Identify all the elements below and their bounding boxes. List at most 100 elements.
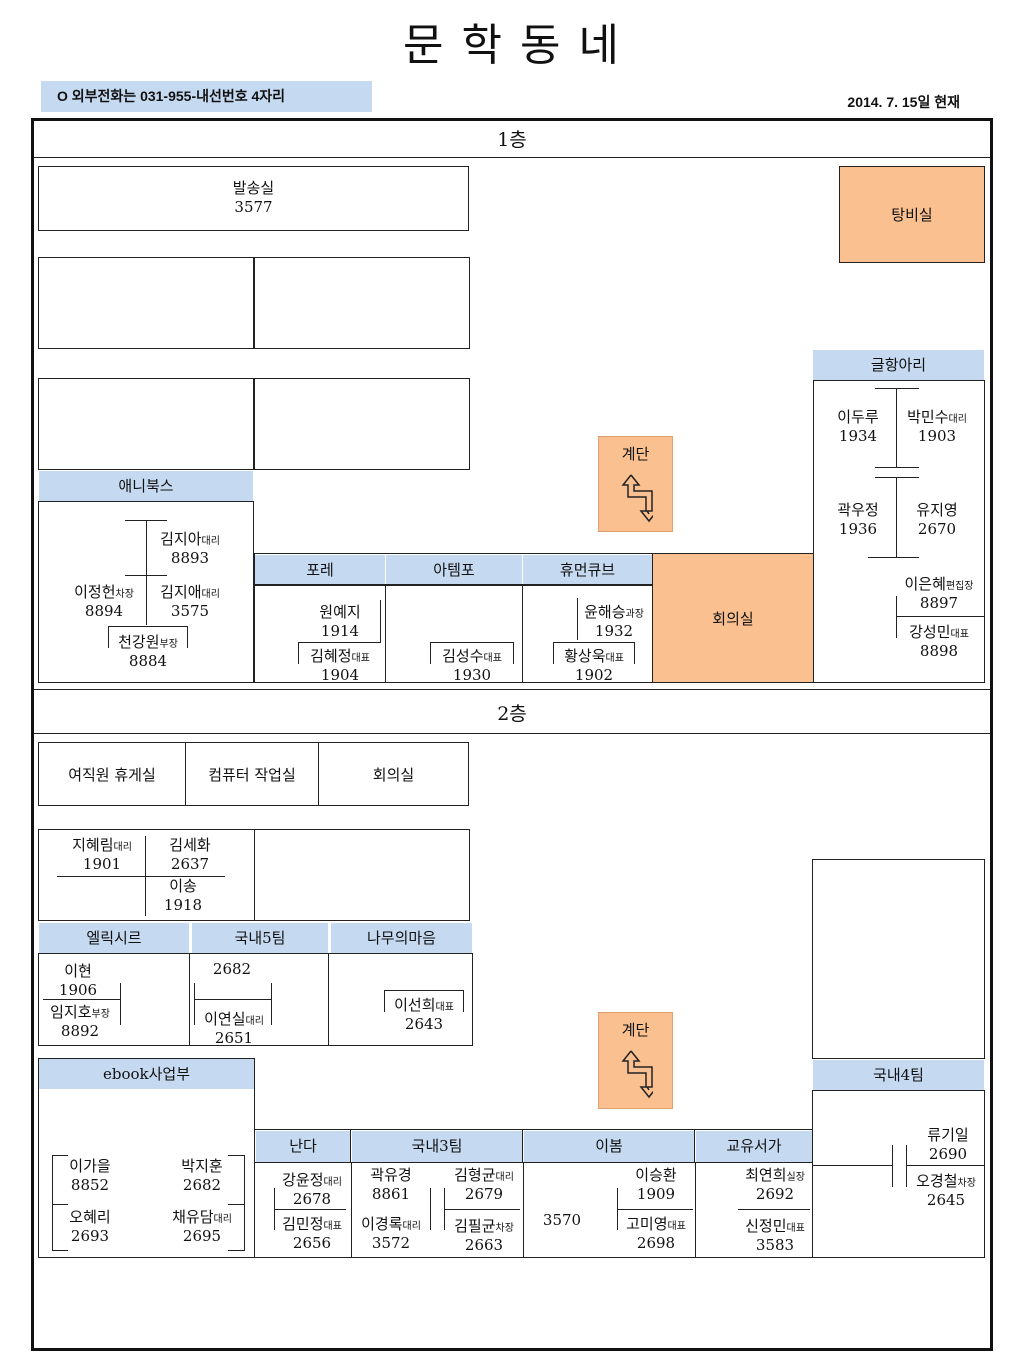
- meeting-room-2: 회의실: [318, 742, 469, 806]
- nanda-p2-name-text: 김민정: [282, 1215, 324, 1233]
- anibooks-p4-name-text: 천강원: [118, 633, 160, 651]
- pore-p1-name: 원예지: [319, 603, 361, 621]
- gyoyu-p2-ext: 3583: [755, 1236, 795, 1254]
- nanda-p1-title: 대리: [323, 1177, 342, 1188]
- topdesk-p3-ext: 1918: [163, 896, 203, 914]
- dom3-p2-name: 김형균대리: [446, 1166, 522, 1187]
- nanda-p2-title: 대표: [323, 1221, 342, 1232]
- dom4-p2-name-text: 오경철: [916, 1172, 958, 1190]
- geulhang-p5-name: 이은혜편집장: [897, 575, 981, 596]
- topdesk-p2-ext: 2637: [170, 855, 210, 873]
- topdesk-p1-name: 지혜림대리: [60, 836, 144, 857]
- topdesk-p2-name: 김세화: [169, 836, 211, 854]
- anibooks-p1-ext: 8893: [170, 549, 210, 567]
- shipping-room: [38, 166, 469, 231]
- ebook-p1-ext: 8852: [70, 1176, 110, 1194]
- elixir-header: 엘릭시르: [39, 923, 189, 953]
- rest-room: 여직원 휴게실: [38, 742, 186, 806]
- elixir-p1-ext: 1906: [58, 981, 98, 999]
- anibooks-p4-title: 부장: [159, 639, 178, 650]
- dom5-p1-title: 대리: [245, 1016, 264, 1027]
- humancube-p1-name: 윤해승과장: [575, 603, 653, 624]
- dom3-p1-name: 곽유경: [370, 1166, 412, 1184]
- dom5-ext1: 2682: [212, 960, 252, 978]
- atempo-p1-name-text: 김성수: [442, 647, 484, 665]
- elixir-p2-title: 부장: [91, 1009, 110, 1020]
- humancube-header: 휴먼큐브: [523, 555, 652, 585]
- nanda-p2-name: 김민정대표: [276, 1215, 348, 1236]
- pore-p2-name: 김혜정대표: [300, 647, 380, 668]
- ebook-p3-ext: 2693: [70, 1227, 110, 1245]
- ebook-header: ebook사업부: [39, 1059, 254, 1089]
- ebook-p4-name-text: 채유담: [172, 1208, 214, 1226]
- empty-room-3: [38, 378, 254, 470]
- lounge-room: 탕비실: [839, 166, 985, 263]
- stairs-2-label: 계단: [621, 1021, 650, 1039]
- tree-room: [328, 953, 473, 1046]
- page-title: 문 학 동 네: [403, 20, 621, 71]
- ibom-p2-name-text: 고미영: [626, 1215, 668, 1233]
- dom4-p2-title: 차장: [957, 1178, 976, 1189]
- anibooks-p2-name-text: 이정헌: [74, 583, 116, 601]
- gyoyu-p1-name: 최연희실장: [738, 1166, 812, 1187]
- anibooks-p1-title: 대리: [201, 536, 220, 547]
- topdesk-p1-name-text: 지혜림: [72, 836, 114, 854]
- geulhang-p1-name: 이두루: [837, 408, 879, 426]
- ibom-p1-name: 이승환: [635, 1166, 677, 1184]
- geulhang-p2-name: 박민수대리: [900, 408, 974, 429]
- empty-room-2: [254, 257, 470, 349]
- atempo-header: 아템포: [386, 555, 522, 585]
- ibom-p1-ext: 1909: [636, 1185, 676, 1203]
- anibooks-header: 애니북스: [39, 471, 253, 501]
- stairs-2: 계단: [598, 1012, 673, 1109]
- gyoyu-p1-name-text: 최연희: [745, 1166, 787, 1184]
- atempo-p1-title: 대표: [483, 653, 502, 664]
- topdesk-p1-title: 대리: [113, 842, 132, 853]
- humancube-p1-ext: 1932: [594, 622, 634, 640]
- anibooks-p4-ext: 8884: [128, 652, 168, 670]
- gyoyu-header: 교유서가: [696, 1131, 812, 1162]
- dom3-p4-title: 차장: [495, 1223, 514, 1234]
- geulhang-p2-ext: 1903: [917, 427, 957, 445]
- notice-banner: O 외부전화는 031-955-내선번호 4자리: [41, 81, 372, 112]
- ebook-p2-ext: 2682: [182, 1176, 222, 1194]
- dom4-p1-ext: 2690: [928, 1145, 968, 1163]
- ibom-p2-title: 대표: [667, 1221, 686, 1232]
- ebook-p4-name: 채유담대리: [160, 1208, 244, 1229]
- gyoyu-p2-title: 대표: [786, 1223, 805, 1234]
- dom5-p1-ext: 2651: [214, 1029, 254, 1047]
- dom4-header: 국내4팀: [813, 1060, 984, 1090]
- ibom-ext1: 3570: [542, 1211, 582, 1229]
- anibooks-p3-name-text: 김지애: [160, 583, 202, 601]
- geulhang-p5-title: 편집장: [945, 581, 974, 592]
- geulhang-p5-name-text: 이은혜: [904, 575, 946, 593]
- gyoyu-p1-ext: 2692: [755, 1185, 795, 1203]
- stairs-arrow-icon: [621, 1050, 653, 1099]
- tree-header: 나무의마음: [331, 923, 472, 953]
- dom3-p3-ext: 3572: [371, 1234, 411, 1252]
- gyoyu-p2-name-text: 신정민: [745, 1217, 787, 1235]
- dom3-p2-name-text: 김형균: [454, 1166, 496, 1184]
- dom3-p2-title: 대리: [495, 1172, 514, 1183]
- nanda-p1-name-text: 강윤정: [282, 1171, 324, 1189]
- tree-p1-name: 이선희대표: [384, 996, 464, 1017]
- anibooks-p2-name: 이정헌차장: [62, 583, 146, 604]
- pore-p1-ext: 1914: [320, 622, 360, 640]
- geulhang-p2-name-text: 박민수: [907, 408, 949, 426]
- elixir-p1-name: 이현: [64, 962, 92, 980]
- ebook-p4-ext: 2695: [182, 1227, 222, 1245]
- pore-p2-ext: 1904: [320, 666, 360, 684]
- geulhang-p6-name-text: 강성민: [909, 623, 951, 641]
- dom3-p4-ext: 2663: [464, 1236, 504, 1254]
- stairs-1: 계단: [598, 436, 673, 532]
- anibooks-p3-name: 김지애대리: [150, 583, 230, 604]
- geulhang-p5-ext: 8897: [919, 594, 959, 612]
- nanda-header: 난다: [256, 1131, 350, 1162]
- humancube-p2-name: 황상욱대표: [553, 647, 635, 668]
- topdesk-p3-name: 이송: [169, 877, 197, 895]
- geulhang-p6-name: 강성민대표: [897, 623, 981, 644]
- dom5-p1-name-text: 이연실: [204, 1010, 246, 1028]
- geulhang-header: 글항아리: [813, 350, 984, 380]
- anibooks-p1-name-text: 김지아: [160, 530, 202, 548]
- ibom-header: 이봄: [524, 1131, 694, 1162]
